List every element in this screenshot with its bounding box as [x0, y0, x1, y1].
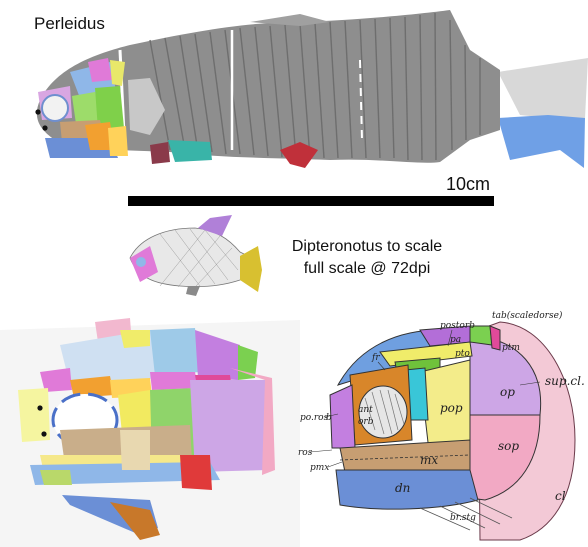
label-po-ros: po.ros: [300, 413, 329, 423]
label-pop: pop: [440, 401, 463, 415]
label-supcl: sup.cl.: [545, 374, 585, 388]
dipteronotus-tail: [240, 246, 262, 292]
branchiostegal-rays: [419, 497, 513, 531]
orbit-hatching: [364, 389, 405, 435]
label-pto: pto: [455, 349, 470, 359]
label-orb: orb: [358, 417, 374, 427]
caudal-fin-upper: [498, 58, 588, 118]
label-cl: cl: [555, 489, 566, 503]
scale-rows: [149, 12, 481, 161]
label-brstg: br.stg: [450, 513, 476, 523]
label-ptm: ptm: [502, 343, 520, 353]
label-pmx: pmx: [310, 463, 329, 473]
leader-lines: [309, 329, 541, 468]
label-pa: pa: [450, 335, 461, 345]
label-tab: tab(scaledorse): [492, 310, 563, 321]
label-op: op: [500, 385, 515, 399]
label-b: b: [326, 413, 332, 423]
fish-name-label: Perleidus: [34, 14, 105, 33]
caudal-fin-lower: [498, 115, 585, 168]
dorsal-fin: [250, 14, 330, 26]
label-dn: dn: [395, 481, 410, 495]
comparison-caption: Dipteronotus to scale full scale @ 72dpi: [262, 236, 472, 280]
label-mx: mx: [420, 453, 438, 467]
label-fr: fr: [371, 353, 380, 363]
pelvic-fin: [280, 142, 318, 168]
label-ros: ros: [298, 448, 313, 458]
scale-bar: [128, 196, 494, 206]
dipteronotus-dorsal-fin: [198, 215, 232, 236]
label-postorb: postorb: [440, 321, 475, 331]
scale-bar-label: 10cm: [446, 174, 491, 194]
caption-line-1: Dipteronotus to scale: [291, 238, 443, 255]
perleidus-skull: [35, 58, 212, 164]
label-ant: ant: [358, 405, 373, 415]
label-sop: sop: [498, 439, 519, 453]
caption-line-2: full scale @ 72dpi: [303, 260, 431, 277]
dipteronotus-pelvic-fin: [186, 286, 200, 296]
dipteronotus-scales: [159, 228, 239, 288]
